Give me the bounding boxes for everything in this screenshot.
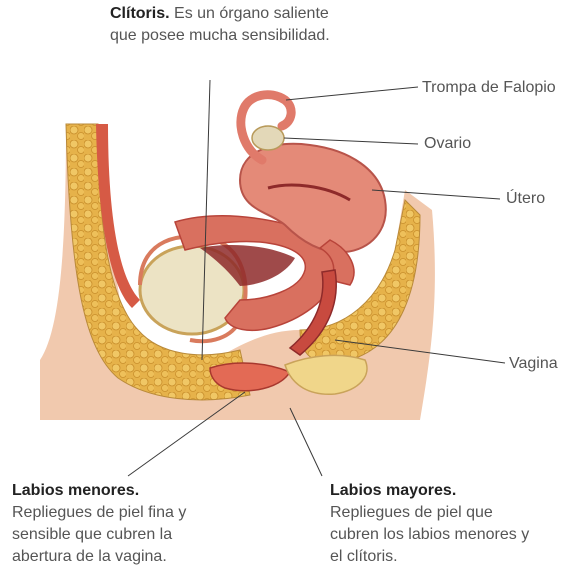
label-labios-mayores-text: Repliegues de piel que cubren los labios… xyxy=(330,504,530,565)
label-labios-menores: Labios menores. Repliegues de piel fina … xyxy=(12,480,222,568)
rectum-lumen xyxy=(200,245,295,286)
uterus-cavity xyxy=(267,183,351,202)
leader-trompa xyxy=(285,86,419,101)
leader-labios-menores xyxy=(127,391,246,477)
labia-minora xyxy=(209,362,292,392)
label-labios-menores-text: Repliegues de piel fina y sensible que c… xyxy=(12,504,187,565)
label-clitoris-text: Es un órgano saliente que posee mucha se… xyxy=(110,5,330,44)
ovary xyxy=(251,125,285,151)
label-vagina: Vagina xyxy=(509,355,558,372)
uterus xyxy=(238,142,387,254)
rectum-strip xyxy=(96,124,140,308)
label-ovario: Ovario xyxy=(424,135,472,152)
leader-lines xyxy=(127,79,506,477)
labia-majora xyxy=(284,354,368,395)
leader-ovario xyxy=(283,137,419,145)
label-clitoris: Clítoris. Es un órgano saliente que pose… xyxy=(110,3,350,47)
label-labios-menores-title: Labios menores. xyxy=(12,482,140,499)
label-labios-mayores-title: Labios mayores. xyxy=(330,482,457,499)
fat-layer xyxy=(65,123,251,401)
label-trompa: Trompa de Falopio xyxy=(422,79,556,96)
leader-clitoris xyxy=(201,79,211,361)
leader-vagina xyxy=(334,339,506,364)
leader-labios-mayores xyxy=(289,407,323,477)
label-clitoris-title: Clítoris. xyxy=(110,5,170,22)
label-labios-mayores: Labios mayores. Repliegues de piel que c… xyxy=(330,480,530,568)
vagina-canal xyxy=(288,269,337,356)
fallopian-tube xyxy=(236,90,296,165)
label-utero: Útero xyxy=(506,190,546,207)
leader-utero xyxy=(371,189,501,200)
